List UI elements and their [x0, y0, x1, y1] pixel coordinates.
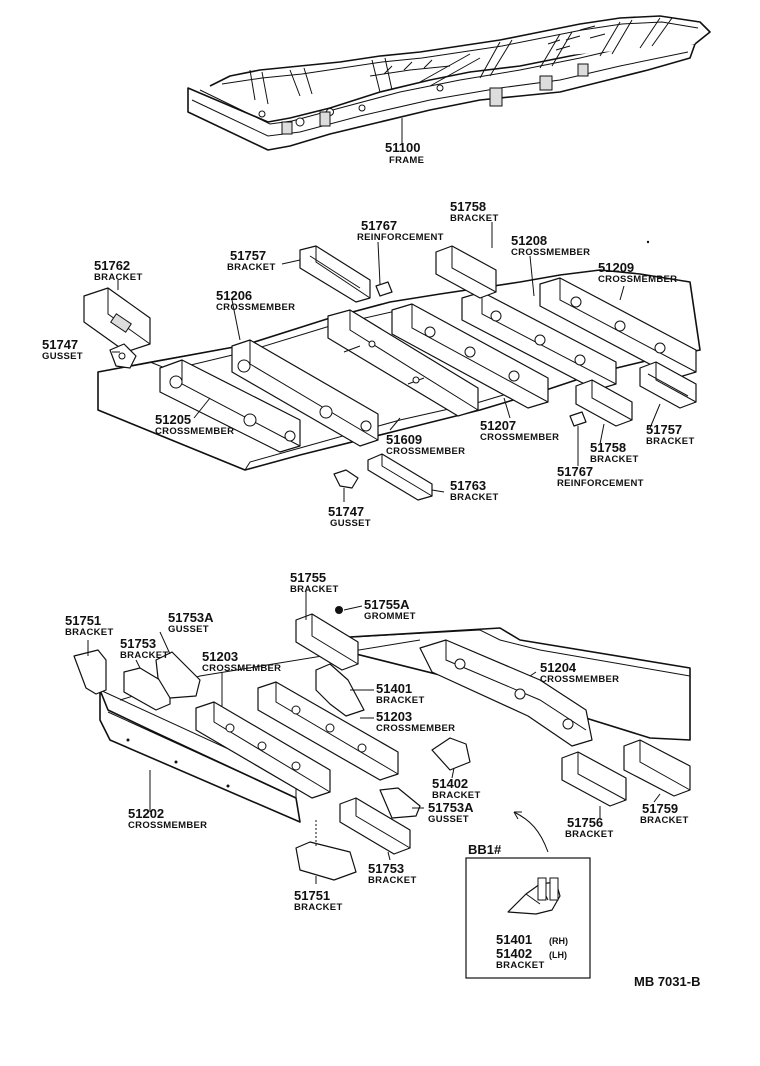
label-51747b-name: GUSSET	[330, 518, 371, 529]
label-51753a-num: 51753	[120, 636, 156, 651]
label-51755-num: 51755	[290, 570, 326, 585]
label-51204-name: CROSSMEMBER	[540, 674, 619, 685]
label-51609-num: 51609	[386, 432, 422, 447]
label-51753Aa-num: 51753A	[168, 610, 214, 625]
label-51763-name: BRACKET	[450, 492, 499, 503]
label-51100-num: 51100	[385, 140, 420, 155]
label-51757a-num: 51757	[230, 248, 266, 263]
label-51747b-num: 51747	[328, 504, 364, 519]
label-51204-num: 51204	[540, 660, 577, 675]
label-51205-name: CROSSMEMBER	[155, 426, 234, 437]
inset-rh-suffix: (RH)	[549, 936, 568, 946]
label-51767b-num: 51767	[557, 464, 593, 479]
label-51767-num: 51767	[361, 218, 397, 233]
middle-section-drawing	[83, 222, 701, 502]
label-51758-name: BRACKET	[450, 213, 499, 224]
inset-rh-num: 51401	[496, 932, 532, 947]
label-51767b-name: REINFORCEMENT	[557, 478, 644, 489]
label-51202-num: 51202	[128, 806, 164, 821]
label-51208-name: CROSSMEMBER	[511, 247, 590, 258]
label-51763-num: 51763	[450, 478, 486, 493]
label-51209-name: CROSSMEMBER	[598, 274, 677, 285]
label-51753a-name: BRACKET	[120, 650, 169, 661]
label-51402-name: BRACKET	[432, 790, 481, 801]
label-51755A-num: 51755A	[364, 597, 410, 612]
label-51753b-name: BRACKET	[368, 875, 417, 886]
label-51751a-name: BRACKET	[65, 627, 114, 638]
label-51207-name: CROSSMEMBER	[480, 432, 559, 443]
label-51757a-name: BRACKET	[227, 262, 276, 273]
label-51209-num: 51209	[598, 260, 634, 275]
label-51756-name: BRACKET	[565, 829, 614, 840]
label-51206-name: CROSSMEMBER	[216, 302, 295, 313]
label-51100-name: FRAME	[389, 155, 424, 166]
label-51207-num: 51207	[480, 418, 516, 433]
frame-assembly-drawing	[187, 15, 711, 151]
inset-label: BB1#	[468, 842, 502, 857]
inset-lh-suffix: (LH)	[549, 950, 567, 960]
label-51757b-name: BRACKET	[646, 436, 695, 447]
inset-box	[465, 857, 591, 979]
label-51203a-num: 51203	[202, 649, 238, 664]
label-51203b-name: CROSSMEMBER	[376, 723, 455, 734]
label-51747a-name: GUSSET	[42, 351, 83, 362]
label-51753Ab-num: 51753A	[428, 800, 474, 815]
label-51756-num: 51756	[567, 815, 603, 830]
inset-lh-num: 51402	[496, 946, 532, 961]
label-51758b-name: BRACKET	[590, 454, 639, 465]
label-51753Ab-name: GUSSET	[428, 814, 469, 825]
label-51205-num: 51205	[155, 412, 191, 427]
label-51202-name: CROSSMEMBER	[128, 820, 207, 831]
label-51755A-name: GROMMET	[364, 611, 416, 622]
label-51762-num: 51762	[94, 258, 130, 273]
label-51203a-name: CROSSMEMBER	[202, 663, 281, 674]
label-51767-name: REINFORCEMENT	[357, 232, 444, 243]
label-51751b-name: BRACKET	[294, 902, 343, 913]
label-51206-num: 51206	[216, 288, 252, 303]
label-51203b-num: 51203	[376, 709, 412, 724]
label-51751a-num: 51751	[65, 613, 101, 628]
label-51401-name: BRACKET	[376, 695, 425, 706]
label-51747a-num: 51747	[42, 337, 78, 352]
label-51762-name: BRACKET	[94, 272, 143, 283]
label-51751b-num: 51751	[294, 888, 330, 903]
label-51758-num: 51758	[450, 199, 486, 214]
label-51208-num: 51208	[511, 233, 547, 248]
label-51609-name: CROSSMEMBER	[386, 446, 465, 457]
label-51401-num: 51401	[376, 681, 412, 696]
label-51758b-num: 51758	[590, 440, 626, 455]
label-51759-num: 51759	[642, 801, 678, 816]
label-51753b-num: 51753	[368, 861, 404, 876]
label-51757b-num: 51757	[646, 422, 682, 437]
label-51759-name: BRACKET	[640, 815, 689, 826]
label-51753Aa-name: GUSSET	[168, 624, 209, 635]
inset-lh-name: BRACKET	[496, 960, 545, 971]
label-51402-num: 51402	[432, 776, 468, 791]
bottom-section-drawing	[73, 590, 691, 884]
label-51755-name: BRACKET	[290, 584, 339, 595]
diagram-code: MB 7031-B	[634, 974, 700, 989]
